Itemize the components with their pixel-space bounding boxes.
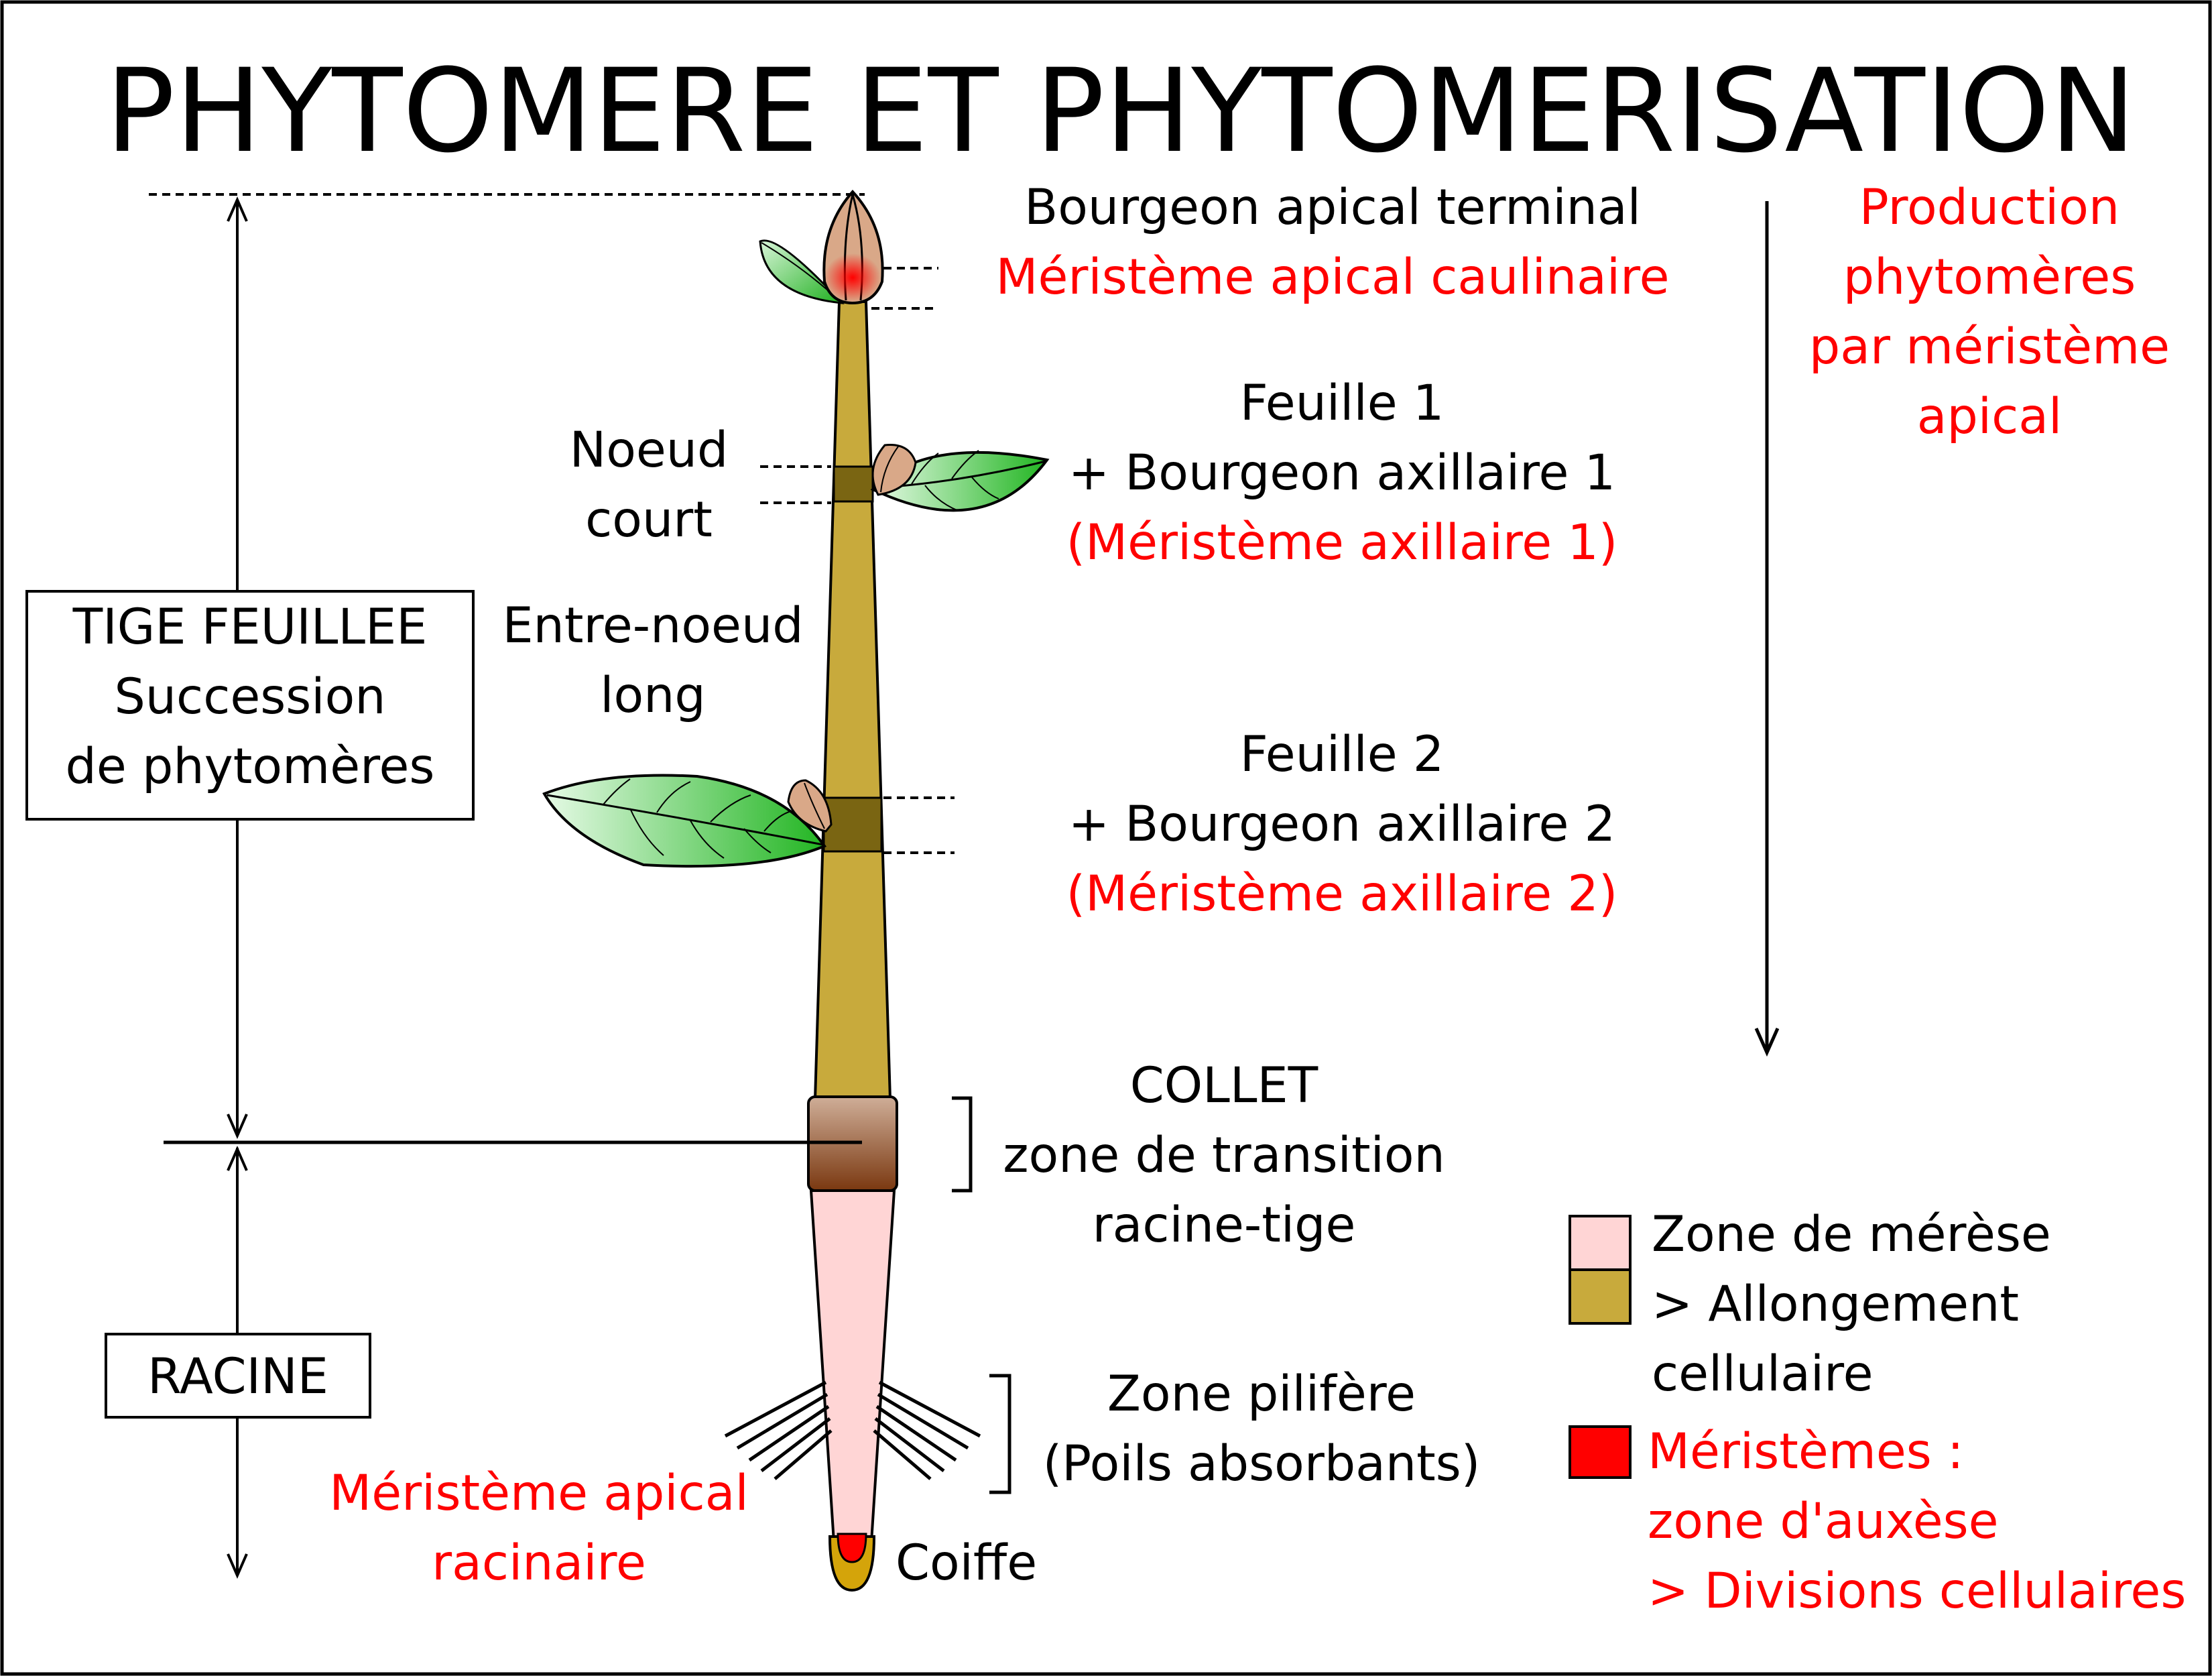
racine-label: RACINE [147, 1348, 328, 1405]
page-title: PHYTOMERE ET PHYTOMERISATION [105, 44, 2136, 178]
label-collet-2: zone de transition [1003, 1127, 1445, 1184]
label-meristem-racinaire-2: racinaire [432, 1535, 646, 1592]
label-internode-2: long [600, 667, 706, 724]
label-leaf1-1: Feuille 1 [1240, 375, 1445, 432]
apical-meristem-glow [824, 253, 881, 302]
racine-box [105, 1333, 371, 1419]
label-node-2: court [585, 491, 713, 548]
label-leaf2-3: (Méristème axillaire 2) [1066, 865, 1618, 922]
label-production-2: phytomères [1843, 249, 2136, 306]
label-leaf1-2: + Bourgeon axillaire 1 [1068, 444, 1615, 501]
label-collet-3: racine-tige [1093, 1197, 1356, 1254]
tige-label-3: de phytomères [66, 738, 435, 795]
legend-merese-2: > Allongement [1652, 1276, 2019, 1333]
root-meristem [837, 1533, 867, 1563]
label-meristem-caulinaire: Méristème apical caulinaire [996, 249, 1670, 306]
label-bud-terminal: Bourgeon apical terminal [1024, 179, 1641, 236]
label-coiffe: Coiffe [896, 1535, 1037, 1592]
legend: Zone de mérèse > Allongement cellulaire … [1569, 1206, 2186, 1620]
node-1 [833, 465, 874, 503]
legend-auxese-1: Méristèmes : [1648, 1423, 1964, 1480]
legend-merese-3: cellulaire [1652, 1345, 1873, 1402]
label-production-4: apical [1917, 388, 2063, 445]
label-leaf2-1: Feuille 2 [1240, 726, 1445, 783]
tige-label-2: Succession [114, 668, 385, 725]
production-arrow [1754, 201, 1780, 1057]
legend-swatch-meristem [1569, 1425, 1632, 1479]
leaf-2 [542, 774, 827, 868]
node-2 [822, 796, 883, 853]
label-production-1: Production [1859, 179, 2119, 236]
label-pilifere-2: (Poils absorbants) [1043, 1435, 1481, 1492]
root-hairs-left [724, 1380, 833, 1480]
label-production-3: par méristème [1809, 318, 2170, 375]
apical-bud [822, 190, 884, 305]
legend-merese-1: Zone de mérèse [1652, 1206, 2051, 1263]
tige-label-1: TIGE FEUILLEE [72, 599, 428, 656]
collet-bracket [952, 1096, 973, 1193]
tige-box [25, 590, 475, 821]
legend-swatch-merese-root [1569, 1215, 1632, 1271]
legend-auxese-2: zone d'auxèse [1648, 1493, 1999, 1550]
label-leaf2-2: + Bourgeon axillaire 2 [1068, 796, 1615, 853]
root-hairs-right [873, 1380, 981, 1480]
legend-swatch-merese-stem [1569, 1268, 1632, 1325]
axillary-bud-2 [787, 779, 833, 833]
dashed-lines [149, 193, 955, 854]
axillary-bud-1 [871, 444, 917, 496]
label-leaf1-3: (Méristème axillaire 1) [1066, 514, 1618, 571]
label-collet-1: COLLET [1130, 1057, 1318, 1114]
legend-auxese-3: > Divisions cellulaires [1648, 1563, 2186, 1620]
racine-arrow [227, 1146, 248, 1579]
label-internode-1: Entre-noeud [502, 597, 803, 654]
label-node-1: Noeud [570, 422, 729, 479]
pilifere-bracket [989, 1374, 1011, 1494]
label-pilifere-1: Zone pilifère [1107, 1366, 1416, 1423]
tige-arrow [227, 196, 248, 1139]
label-meristem-racinaire-1: Méristème apical [329, 1465, 749, 1522]
